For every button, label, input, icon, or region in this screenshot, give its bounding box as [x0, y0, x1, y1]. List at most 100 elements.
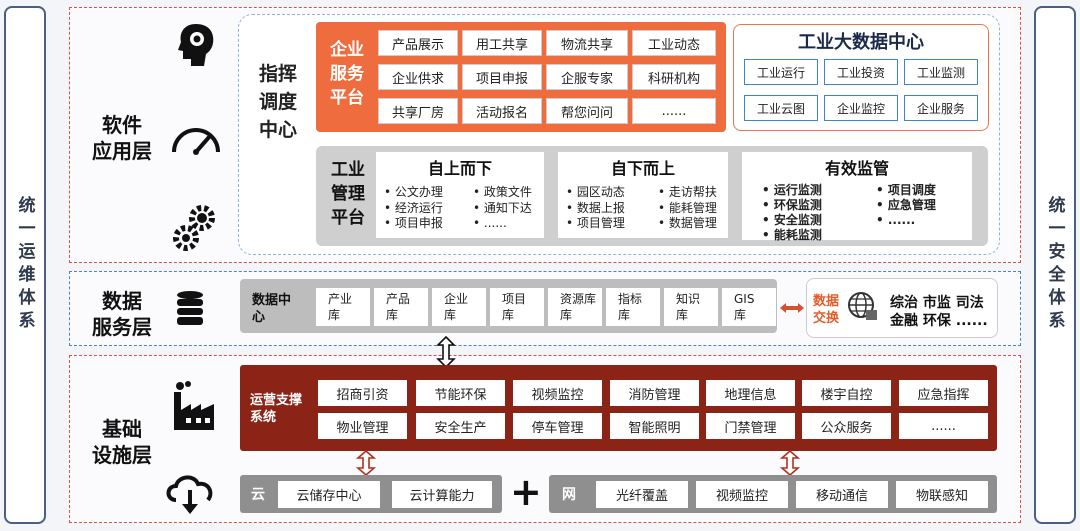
ops-item-4: 地理信息	[706, 380, 795, 406]
top-down-title: 自上而下	[427, 159, 492, 178]
ops-item-5: 楼宇自控	[802, 380, 891, 406]
enterprise-item-3: 工业动态	[632, 30, 716, 56]
gears-icon	[172, 204, 216, 252]
ops-item-0: 招商引资	[318, 380, 407, 406]
enterprise-platform-label: 企业服务平台	[330, 40, 364, 108]
data-store-1: 产品 库	[374, 288, 428, 326]
big-data-item-2: 工业监测	[904, 59, 978, 85]
plus-sign: +	[510, 470, 542, 514]
list-item: 园区动态	[566, 185, 625, 201]
ops-item-3: 消防管理	[610, 380, 699, 406]
data-store-2: 企业 库	[432, 288, 486, 326]
globe-icon	[846, 290, 880, 324]
exchange-targets-line-2: 金融 环保 ......	[890, 313, 988, 329]
gauge-icon	[170, 122, 222, 156]
ops-item-1: 节能环保	[416, 380, 505, 406]
enterprise-item-5: 项目申报	[462, 64, 542, 90]
data-store-5: 指标 库	[606, 288, 660, 326]
supervision-list-1: 运行监测环保监测安全监测能耗监测	[762, 183, 822, 243]
network-cell-mobile: 移动通信	[796, 481, 888, 508]
enterprise-item-1: 用工共享	[462, 30, 542, 56]
cloud-compute-cell: 云计算能力	[392, 481, 492, 508]
software-layer-title: 软件 应用层	[92, 113, 152, 163]
ops-support-label: 运营支撑系统	[250, 393, 303, 425]
side-ops-label: 统一运维体系	[14, 196, 35, 334]
enterprise-item-11: ......	[632, 98, 716, 124]
list-item: 政策文件	[473, 185, 532, 201]
network-cell-fiber: 光纤覆盖	[596, 481, 688, 508]
bottom-up-title: 自下而上	[610, 159, 675, 178]
side-security-system: 统一安全体系	[1034, 6, 1076, 524]
big-data-center-title: 工业大数据中心	[798, 32, 924, 53]
big-data-item-4: 企业监控	[824, 95, 898, 121]
ops-item-2: 视频监控	[513, 380, 602, 406]
brain-gear-icon	[176, 22, 216, 68]
enterprise-item-0: 产品展示	[378, 30, 458, 56]
factory-icon	[168, 380, 216, 432]
data-store-3: 项目 库	[490, 288, 544, 326]
list-item: 项目调度	[876, 183, 936, 198]
cloud-download-icon	[162, 470, 218, 516]
enterprise-item-2: 物流共享	[546, 30, 628, 56]
enterprise-item-9: 活动报名	[462, 98, 542, 124]
enterprise-item-10: 帮您问问	[546, 98, 628, 124]
bottom-up-list-2: 走访帮扶能耗管理数据管理	[658, 185, 717, 232]
cloud-arrow-icon	[356, 450, 376, 476]
list-item: ......	[473, 216, 532, 232]
list-item: 安全监测	[762, 213, 822, 228]
data-store-7: GIS 库	[722, 288, 776, 326]
infra-layer-title: 基础 设施层	[92, 417, 152, 467]
data-exchange-box	[806, 278, 998, 338]
big-data-item-5: 企业服务	[904, 95, 978, 121]
data-center-label: 数据中心	[252, 293, 292, 325]
dispatch-center-title: 指挥调度中心	[258, 63, 297, 141]
database-icon	[176, 290, 204, 326]
list-item: 运行监测	[762, 183, 822, 198]
enterprise-item-6: 企服专家	[546, 64, 628, 90]
side-ops-system: 统一运维体系	[4, 6, 46, 524]
enterprise-item-8: 共享厂房	[378, 98, 458, 124]
list-item: 能耗管理	[658, 201, 717, 217]
ops-item-9: 停车管理	[513, 413, 602, 439]
network-label: 网	[562, 487, 576, 503]
data-store-0: 产业 库	[316, 288, 370, 326]
ops-item-6: 应急指挥	[899, 380, 988, 406]
side-security-label: 统一安全体系	[1044, 196, 1065, 334]
list-item: 项目申报	[384, 216, 443, 232]
exchange-arrow-icon	[780, 303, 804, 313]
top-down-list-2: 政策文件通知下达......	[473, 185, 532, 232]
data-layer-title: 数据 服务层	[92, 289, 152, 339]
big-data-item-3: 工业云图	[744, 95, 818, 121]
data-store-6: 知识 库	[664, 288, 718, 326]
enterprise-item-4: 企业供求	[378, 64, 458, 90]
list-item: 公文办理	[384, 185, 443, 201]
ops-item-8: 安全生产	[416, 413, 505, 439]
ops-item-12: 公众服务	[802, 413, 891, 439]
data-store-4: 资源库 库	[548, 288, 602, 326]
big-data-item-0: 工业运行	[744, 59, 818, 85]
vertical-double-arrow-icon	[436, 336, 456, 368]
list-item: 数据管理	[658, 216, 717, 232]
bottom-up-list-1: 园区动态数据上报项目管理	[566, 185, 625, 232]
ops-item-10: 智能照明	[610, 413, 699, 439]
list-item: 通知下达	[473, 201, 532, 217]
supervision-list-2: 项目调度应急管理......	[876, 183, 936, 228]
data-exchange-label: 数据交换	[813, 294, 840, 326]
list-item: 数据上报	[566, 201, 625, 217]
exchange-targets-line-1: 综治 市监 司法	[890, 295, 984, 311]
cloud-storage-cell: 云储存中心	[278, 481, 380, 508]
list-item: 走访帮扶	[658, 185, 717, 201]
list-item: 能耗监测	[762, 228, 822, 243]
network-cell-video: 视频监控	[696, 481, 788, 508]
list-item: 项目管理	[566, 216, 625, 232]
big-data-item-1: 工业投资	[824, 59, 898, 85]
ops-item-7: 物业管理	[318, 413, 407, 439]
network-arrow-icon	[780, 450, 800, 476]
list-item: 应急管理	[876, 198, 936, 213]
list-item: 经济运行	[384, 201, 443, 217]
network-cell-iot: 物联感知	[896, 481, 988, 508]
list-item: ......	[876, 213, 936, 228]
enterprise-item-7: 科研机构	[632, 64, 716, 90]
cloud-label: 云	[251, 487, 265, 503]
ops-item-13: ......	[899, 413, 988, 439]
